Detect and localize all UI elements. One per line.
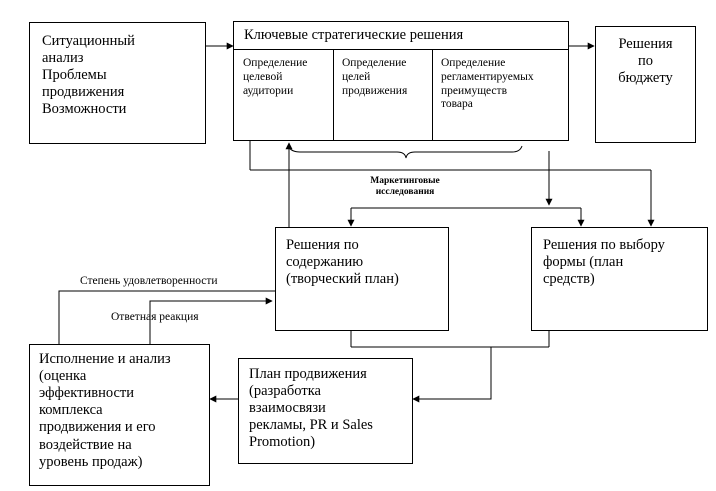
- key-decisions-box: Ключевые стратегические решения Определе…: [233, 21, 569, 141]
- situation-analysis-text: Ситуационный анализ Проблемы продвижения…: [42, 33, 135, 118]
- arrow-feedback-satisfaction: [58, 142, 293, 344]
- content-decisions-box: Решения по содержанию (творческий план): [275, 227, 449, 331]
- target-audience-cell: Определение целевой аудитории: [243, 57, 308, 97]
- promotion-plan-box: План продвижения (разработка взаимосвязи…: [238, 358, 413, 464]
- key-decisions-divider-v1: [333, 49, 334, 141]
- brace-under-key: [287, 145, 523, 159]
- key-decisions-divider-v2: [432, 49, 433, 141]
- form-decisions-box: Решения по выбору формы (план средств): [531, 227, 708, 331]
- situation-analysis-box: Ситуационный анализ Проблемы продвижения…: [29, 22, 206, 144]
- response-label: Ответная реакция: [111, 311, 199, 323]
- budget-text: Решения по бюджету: [618, 36, 673, 87]
- promotion-plan-text: План продвижения (разработка взаимосвязи…: [249, 366, 373, 451]
- form-decisions-text: Решения по выбору формы (план средств): [543, 237, 665, 288]
- marketing-research-label: Маркетинговые исследования: [370, 176, 440, 198]
- arrow-feedback-response: [149, 297, 273, 344]
- execution-analysis-text: Исполнение и анализ (оценка эффективност…: [39, 351, 171, 470]
- arrow-to-promo-plan: [412, 347, 492, 403]
- key-decisions-divider-h: [234, 49, 568, 50]
- content-decisions-text: Решения по содержанию (творческий план): [286, 237, 399, 288]
- budget-box: Решения по бюджету: [595, 26, 696, 143]
- key-decisions-title: Ключевые стратегические решения: [244, 27, 464, 43]
- promotion-goals-cell: Определение целей продвижения: [342, 57, 408, 97]
- execution-analysis-box: Исполнение и анализ (оценка эффективност…: [29, 344, 210, 486]
- satisfaction-label: Степень удовлетворенности: [80, 275, 218, 287]
- product-advantages-cell: Определение регламентируемых преимуществ…: [441, 57, 534, 111]
